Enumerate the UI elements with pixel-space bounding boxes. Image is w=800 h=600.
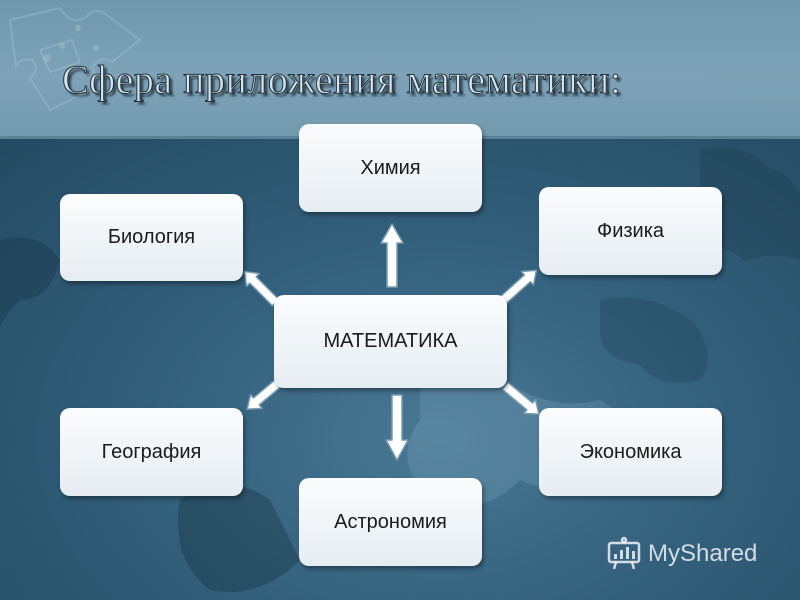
node-chemistry: Химия [299,124,482,212]
arrow-to-chemistry [380,223,404,288]
arrow-to-economics [501,381,540,415]
node-physics: Физика [539,187,722,275]
node-geography-label: География [101,440,202,463]
arrow-to-biology [243,270,280,307]
node-economics-label: Экономика [579,440,682,463]
node-center-label: МАТЕМАТИКА [323,330,458,352]
watermark: MyShared [606,536,757,572]
myshared-logo-icon [607,536,641,570]
arrow-to-geography [246,376,285,410]
arrow-to-physics [499,269,538,304]
node-economics: Экономика [539,408,722,496]
node-biology: Биология [60,194,243,281]
slide-title: Сфера приложения математики: [62,57,622,103]
header-band [0,0,800,138]
node-center-mathematics: МАТЕМАТИКА [274,295,507,388]
node-biology-label: Биология [107,226,196,248]
watermark-text: MyShared [648,540,758,567]
node-geography: География [60,408,243,496]
node-astronomy: Астрономия [299,478,482,566]
arrow-to-astronomy [385,394,409,461]
node-physics-label: Физика [596,219,665,242]
node-chemistry-label: Химия [360,156,421,179]
node-astronomy-label: Астрономия [334,510,447,533]
